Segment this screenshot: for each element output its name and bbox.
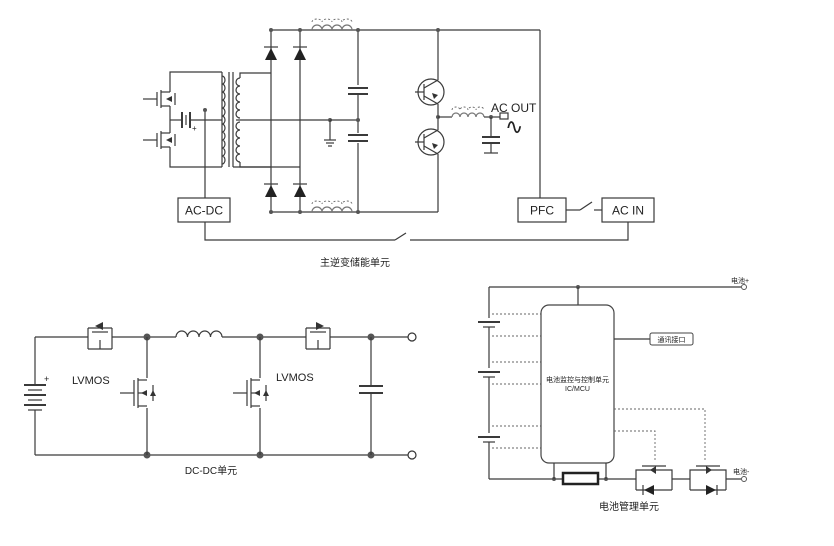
dcdc-output-terminal-pos: [407, 332, 417, 342]
ac-in-label: AC IN: [612, 204, 644, 218]
battery-plus-sign: +: [192, 124, 197, 133]
primary-mosfet-upper: [143, 90, 176, 108]
shunt-mosfet-left: [120, 378, 156, 408]
bms-mosfet-charge: [689, 465, 727, 495]
shunt-resistor: [561, 471, 600, 486]
series-mosfet-left: [87, 322, 113, 350]
pfc-label: PFC: [530, 204, 554, 218]
ground-icon: [324, 118, 336, 147]
bms-unit-caption: 电池管理单元: [599, 500, 659, 513]
ac-dc-label: AC-DC: [185, 204, 223, 218]
main-inverter-unit: +: [143, 18, 655, 269]
bms-terminal-neg: [741, 476, 747, 482]
bms-unit: 电池+ 电池监控与控制单元 IC/MCU 通讯接口: [478, 276, 750, 513]
lvmos-right-label: LVMOS: [276, 372, 314, 384]
comm-interface-block: [649, 332, 694, 346]
dcdc-battery-plus: +: [44, 374, 49, 384]
dcdc-battery: +: [24, 374, 49, 411]
output-transistor-upper: [415, 78, 445, 106]
sine-wave-icon: ∿: [505, 114, 523, 139]
bms-controller-block: [540, 304, 615, 464]
primary-mosfet-lower: [143, 131, 176, 149]
bms-controller-line1: 电池监控与控制单元: [546, 375, 609, 384]
pfc-switch: [566, 201, 602, 211]
rail-inductor-top: [311, 24, 353, 31]
shunt-mosfet-right: [233, 378, 269, 408]
bms-terminal-pos: [741, 284, 747, 290]
ac-dc-block: [177, 197, 231, 223]
bus-capacitors: [330, 28, 368, 214]
primary-battery: +: [170, 112, 222, 133]
bms-controller-line2: IC/MCU: [565, 386, 590, 393]
output-inductor: [451, 112, 485, 118]
transformer: [221, 72, 330, 168]
dcdc-unit-caption: DC-DC单元: [185, 465, 237, 477]
bms-mosfet-discharge: [635, 465, 673, 495]
output-transistor-lower: [415, 128, 445, 156]
ac-out-label: AC OUT: [491, 101, 537, 115]
lvmos-left-label: LVMOS: [72, 375, 110, 387]
ac-out-terminal: [499, 112, 509, 120]
bms-terminal-neg-label: 电池-: [733, 467, 750, 476]
rectifier-bridge: [233, 28, 307, 214]
comm-interface-label: 通讯接口: [658, 335, 686, 344]
dcdc-inductor: [175, 330, 223, 338]
dcdc-output-terminal-neg: [407, 450, 417, 460]
main-unit-caption: 主逆变储能单元: [320, 256, 390, 269]
dc-dc-unit: + LVMOS: [24, 322, 417, 477]
bms-terminal-pos-label: 电池+: [731, 276, 749, 285]
rail-inductor-bottom: [311, 206, 353, 213]
series-mosfet-right: [305, 322, 331, 350]
